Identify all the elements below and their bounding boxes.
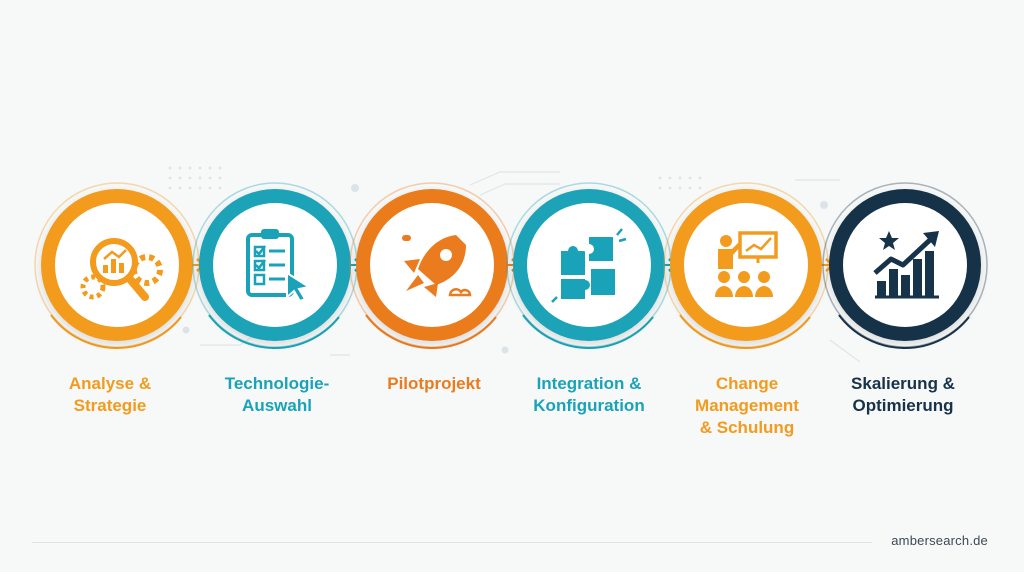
step-label-3: Pilotprojekt [387, 374, 481, 393]
step-4-circle [506, 182, 678, 350]
step-6-circle [822, 182, 988, 350]
magnifier-chart-gears-icon [80, 238, 163, 301]
checklist-cursor-icon [246, 229, 312, 303]
rocket-icon [402, 235, 472, 297]
footer-brand[interactable]: ambersearch.de [891, 533, 988, 548]
step-5-circle [663, 182, 835, 350]
footer-divider [32, 542, 872, 543]
step-1-circle [34, 182, 206, 350]
step-label-4: Integration & Konfiguration [533, 374, 645, 415]
step-label-2: Technologie- Auswahl [224, 374, 330, 415]
step-2-circle [192, 182, 364, 350]
step-label-6: Skalierung & Optimierung [851, 374, 955, 415]
step-label-1: Analyse & Strategie [68, 374, 152, 415]
puzzle-icon [551, 228, 627, 303]
presentation-icon [715, 231, 778, 297]
step-label-5: Change Management & Schulung [695, 374, 799, 437]
step-3-circle [349, 182, 521, 350]
growth-chart-star-icon [873, 231, 939, 299]
background-decoration [168, 166, 861, 363]
